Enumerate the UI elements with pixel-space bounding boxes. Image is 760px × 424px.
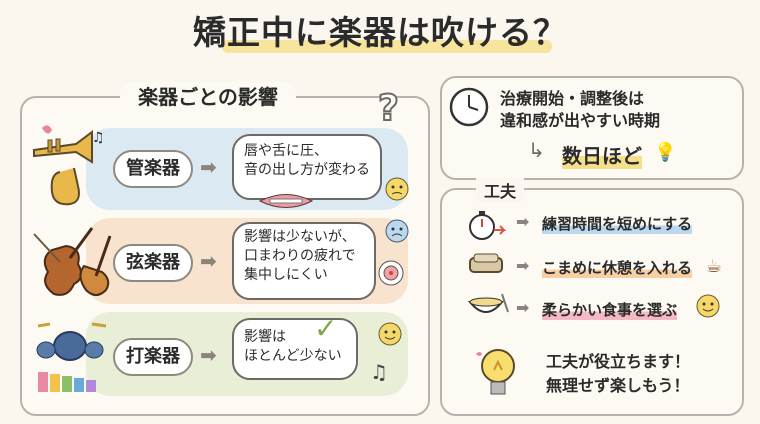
music-note-icon: ♫	[370, 360, 388, 384]
arrow-right-icon: ➡	[516, 256, 530, 275]
stopwatch-icon	[466, 208, 507, 246]
tips-header: 工夫	[476, 178, 525, 202]
tip-3: 柔らかい食事を選ぶ	[542, 299, 678, 320]
light-bulb-small-icon: 💡	[654, 142, 677, 163]
category-string: 弦楽器	[113, 244, 193, 282]
period-line2: 違和感が出やすい時期	[500, 111, 661, 130]
sofa-icon	[466, 250, 506, 282]
effect-percussion-line2: ほとんど少ない	[244, 348, 342, 364]
period-value: 数日ほど	[562, 140, 642, 169]
trumpet-icon: ♫	[30, 122, 108, 214]
period-description: 治療開始・調整後は 違和感が出やすい時期	[500, 88, 660, 132]
effect-bubble-percussion: 影響は ほとんど少ない	[232, 318, 358, 380]
closing-message: 工夫が役立ちます！ 無理せず楽しもう！	[546, 350, 690, 398]
arrow-right-icon: ➡	[516, 298, 530, 317]
arrow-right-icon: ➡	[200, 343, 217, 367]
instrument-effects-header: 楽器ごとの影響	[120, 82, 296, 112]
smile-face-icon	[694, 292, 722, 324]
lips-braces-icon	[256, 192, 316, 214]
svg-text:♫: ♫	[92, 130, 105, 146]
soup-bowl-icon	[466, 290, 510, 324]
tip-2: こまめに休憩を入れる	[542, 257, 693, 278]
sad-face-icon	[384, 218, 410, 248]
effect-string-line3: 集中しにくい	[244, 267, 328, 283]
page-title: 矯正中に楽器は吹ける？	[193, 13, 567, 52]
closing-line2: 無理せず楽しもう！	[546, 376, 690, 395]
effect-string-line1: 影響は少ないが、	[244, 229, 356, 245]
tea-cup-icon: ☕	[706, 256, 723, 277]
clock-icon	[448, 86, 490, 132]
tip-1: 練習時間を短めにする	[542, 213, 693, 234]
light-bulb-icon	[472, 342, 524, 408]
happy-face-icon	[376, 320, 404, 352]
arrow-right-icon: ➡	[200, 249, 217, 273]
question-mark-icon: ?	[377, 87, 400, 130]
target-icon	[376, 258, 406, 292]
effect-wind-line2: 音の出し方が変わる	[244, 162, 370, 178]
effect-bubble-wind: 唇や舌に圧、 音の出し方が変わる	[232, 134, 382, 200]
curved-arrow-icon: ↳	[528, 138, 545, 162]
violin-icon	[30, 222, 114, 310]
closing-line1: 工夫が役立ちます！	[546, 352, 691, 371]
title-highlight	[222, 40, 552, 53]
category-wind: 管楽器	[113, 150, 193, 188]
period-line1: 治療開始・調整後は	[500, 89, 645, 108]
checkmark-icon: ✓	[314, 312, 338, 345]
arrow-right-icon: ➡	[516, 212, 530, 231]
category-percussion: 打楽器	[113, 338, 193, 376]
effect-bubble-string: 影響は少ないが、 口まわりの疲れで 集中しにくい	[232, 222, 376, 300]
drum-icon	[30, 316, 116, 404]
worried-face-icon	[384, 176, 410, 206]
effect-string-line2: 口まわりの疲れで	[244, 248, 356, 264]
arrow-right-icon: ➡	[200, 155, 217, 179]
effect-wind-line1: 唇や舌に圧、	[244, 143, 328, 159]
effect-percussion-line1: 影響は	[244, 329, 286, 345]
